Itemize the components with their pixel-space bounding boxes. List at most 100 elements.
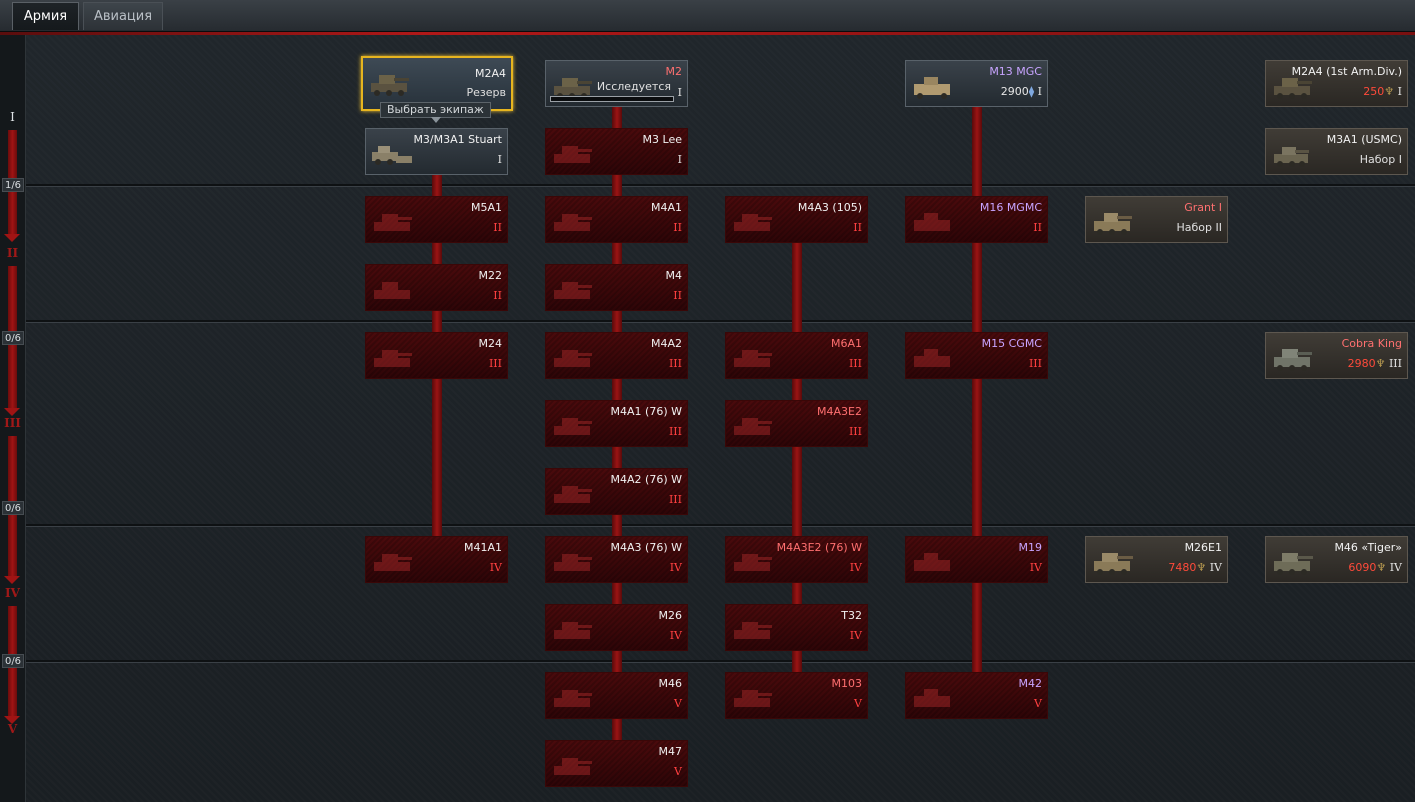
tree-connector [972,583,982,673]
vehicle-card-m3-m3a1-stuart[interactable]: M3/M3A1 Stuart I [365,128,508,175]
vehicle-card-m46[interactable]: M46 V [545,672,688,719]
tree-connector [612,515,622,537]
vehicle-card-m3-lee[interactable]: M3 Lee I [545,128,688,175]
vehicle-card-m4a1[interactable]: M4A1 II [545,196,688,243]
vehicle-rank: II [673,289,682,302]
vehicle-name: M47 [658,745,683,758]
vehicle-card-m47[interactable]: M47 V [545,740,688,787]
research-progress-bar [550,96,674,102]
vehicle-card-m4a3e2[interactable]: M4A3E2 III [725,400,868,447]
vehicle-rank: IV [849,561,862,574]
vehicle-card-m24[interactable]: M24 III [365,332,508,379]
vehicle-card-m26[interactable]: M26 IV [545,604,688,651]
tank-icon [374,350,412,367]
vehicle-card-m2a4-1st-arm-div[interactable]: M2A4 (1st Arm.Div.) 250♆ I [1265,60,1408,107]
vehicle-rank: III [1028,357,1042,370]
vehicle-rank: V [1034,697,1042,710]
vehicle-card-m22[interactable]: M22 II [365,264,508,311]
tree-connector [792,583,802,605]
golden-eagle-icon: ♆ [1375,357,1386,370]
vehicle-name: Cobra King [1341,337,1402,350]
tank-icon [554,486,592,503]
vehicle-card-m4a3-76w[interactable]: M4A3 (76) W IV [545,536,688,583]
tank-icon [1274,553,1313,575]
vehicle-name: Grant I [1184,201,1222,214]
tree-connector [792,447,802,537]
vehicle-name: M4A2 [650,337,682,350]
vehicle-card-m4a2-76w[interactable]: M4A2 (76) W III [545,468,688,515]
vehicle-rank: II [673,221,682,234]
vehicle-status: Резерв [466,86,506,99]
vehicle-card-m6a1[interactable]: M6A1 III [725,332,868,379]
tab-army[interactable]: Армия [12,2,79,30]
tree-connector [612,243,622,265]
vehicle-card-m3a1-usmc[interactable]: M3A1 (USMC) Набор I [1265,128,1408,175]
vehicle-rank: V [674,765,682,778]
vehicle-card-m19[interactable]: M19 IV [905,536,1048,583]
tank-icon [554,282,592,299]
tree-connector [612,447,622,469]
tree-connector [612,379,622,401]
tank-icon [554,418,592,435]
vehicle-name: M16 MGMC [979,201,1042,214]
vehicle-name: M3/M3A1 Stuart [413,133,502,146]
vehicle-rank: I [497,153,502,166]
vehicle-card-m13-mgc[interactable]: M13 MGC 2900⧫ I [905,60,1048,107]
vehicle-rank: V [674,697,682,710]
vehicle-card-m15-cgmc[interactable]: M15 CGMC III [905,332,1048,379]
vehicle-card-m2[interactable]: M2 Исследуется I [545,60,688,107]
vehicle-rank: III [848,425,862,438]
vehicle-card-m4a2[interactable]: M4A2 III [545,332,688,379]
vehicle-card-m16-mgmc[interactable]: M16 MGMC II [905,196,1048,243]
golden-eagle-icon: ♆ [1196,561,1207,574]
vehicle-name: M4A2 (76) W [610,473,682,486]
vehicle-name: M19 [1018,541,1043,554]
vehicle-card-m4a3-105[interactable]: M4A3 (105) II [725,196,868,243]
vehicle-card-m41a1[interactable]: M41A1 IV [365,536,508,583]
vehicle-card-m5a1[interactable]: M5A1 II [365,196,508,243]
vehicle-rank: I [677,153,682,166]
tree-connector [972,243,982,333]
tank-icon [914,213,950,231]
rank-label-3: III [4,416,21,430]
tab-aviation[interactable]: Авиация [83,2,163,30]
tree-connector [792,379,802,401]
vehicle-card-grant-i[interactable]: Grant I Набор II [1085,196,1228,243]
vehicle-name: M4A1 (76) W [610,405,682,418]
tank-icon [374,282,410,299]
tree-connector [972,107,982,197]
vehicle-name: M15 CGMC [981,337,1042,350]
vehicle-card-t32[interactable]: T32 IV [725,604,868,651]
research-tree [0,35,1415,802]
vehicle-rank: IV [849,629,862,642]
vehicle-name: M13 MGC [989,65,1042,78]
top-tab-bar: Армия Авиация [0,0,1415,35]
vehicle-card-m103[interactable]: M103 V [725,672,868,719]
vehicle-name: M4A3E2 (76) W [776,541,862,554]
vehicle-name: M6A1 [830,337,862,350]
vehicle-card-m42[interactable]: M42 V [905,672,1048,719]
tree-connector [612,719,622,741]
vehicle-name: M22 [478,269,503,282]
vehicle-cost: 2900⧫ I [1000,85,1042,98]
select-crew-tooltip[interactable]: Выбрать экипаж [380,102,491,118]
vehicle-card-m4[interactable]: M4 II [545,264,688,311]
vehicle-rank: II [853,221,862,234]
vehicle-rank: III [488,357,502,370]
vehicle-card-m46-tiger[interactable]: M46 «Tiger» 6090♆ IV [1265,536,1408,583]
vehicle-rank: III [668,357,682,370]
rank-separator [25,184,1415,187]
tree-connector [792,243,802,333]
vehicle-card-m4a3e2-76w[interactable]: M4A3E2 (76) W IV [725,536,868,583]
vehicle-card-m4a1-76w[interactable]: M4A1 (76) W III [545,400,688,447]
tank-icon [1274,78,1312,99]
research-point-icon: ⧫ [1028,85,1035,98]
tank-icon [734,554,772,571]
tooltip-caret [431,117,441,123]
rank-count-4: 0/6 [2,654,24,668]
tank-icon [914,349,950,367]
vehicle-card-m26e1[interactable]: M26E1 7480♆ IV [1085,536,1228,583]
vehicle-card-cobra-king[interactable]: Cobra King 2980♆ III [1265,332,1408,379]
tank-icon [374,214,412,231]
tank-icon [914,689,950,707]
